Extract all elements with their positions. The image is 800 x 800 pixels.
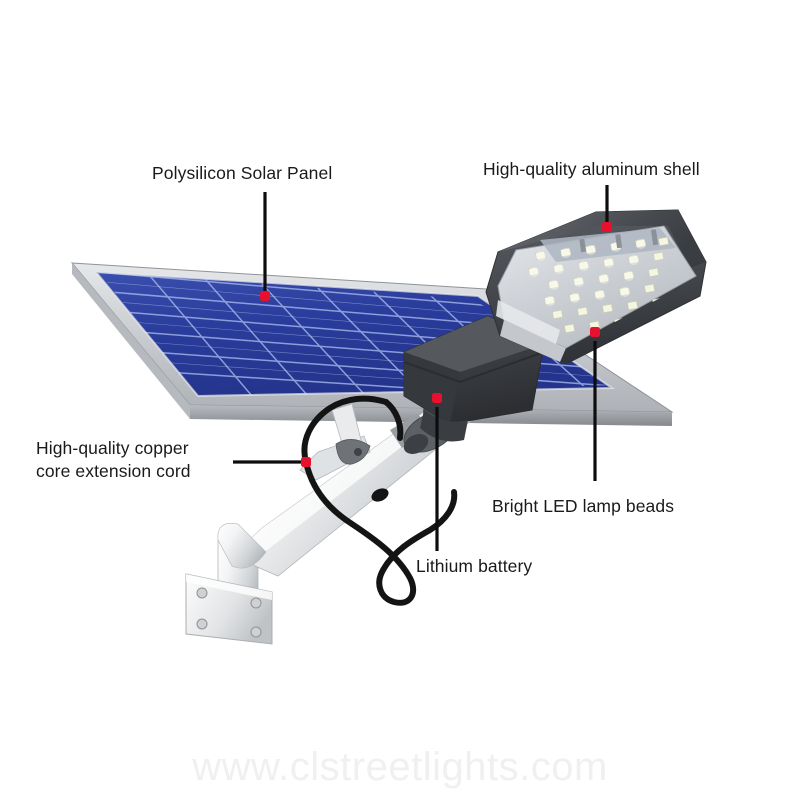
solar-panel-inner-rim: [93, 270, 616, 398]
battery-box-seam: [403, 351, 545, 384]
lamp-upper-band: [540, 228, 676, 262]
battery-box-side: [404, 352, 460, 424]
lamp-lens-skirt: [500, 320, 566, 362]
callout-dot-led-beads: [590, 327, 600, 337]
callout-dot-lithium-battery: [432, 393, 442, 403]
wall-mount-plate-top: [186, 574, 272, 600]
battery-neck: [420, 410, 468, 442]
callout-leaders: [233, 185, 612, 551]
callout-label-copper-cord: High-quality copper core extension cord: [36, 438, 191, 482]
callout-dot-copper-cord: [301, 457, 311, 467]
led-lamp-head: [485, 209, 707, 365]
lens-screw-posts: [578, 228, 659, 253]
callout-label-led-beads: Bright LED lamp beads: [492, 496, 675, 516]
callout-label-solar-panel: Polysilicon Solar Panel: [152, 163, 333, 183]
wall-mount-bolts: [196, 587, 262, 638]
callout-label-lithium-battery: Lithium battery: [416, 556, 533, 576]
lamp-shell-rim: [498, 210, 706, 268]
solar-panel-frame-edge-left: [72, 263, 190, 419]
site-watermark: www.clstreetlights.com: [192, 745, 608, 789]
lamp-lens-reflector: [496, 300, 560, 344]
callout-dot-solar-panel: [260, 291, 270, 301]
callout-dot-aluminum-shell: [602, 222, 612, 232]
copper-extension-cord: [301, 395, 458, 606]
panel-clamp-bolt: [354, 448, 362, 456]
pole-elbow: [217, 523, 267, 569]
callout-label-aluminum-shell: High-quality aluminum shell: [483, 159, 700, 179]
panel-clamp: [335, 439, 371, 465]
